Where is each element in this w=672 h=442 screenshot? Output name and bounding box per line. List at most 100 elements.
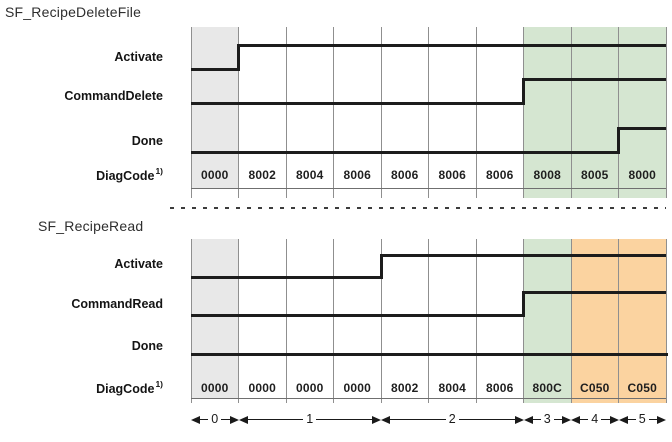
signal-label-done: Done: [131, 134, 163, 148]
signal-label-commandread: CommandRead: [71, 297, 163, 311]
phase-number: 1: [306, 412, 314, 426]
signal-activate-line: [191, 68, 240, 71]
arrowhead-right-icon: [657, 415, 667, 424]
grid-column-line: [190, 239, 192, 403]
diagcode-cell: 8006: [343, 167, 371, 182]
diagcode-cell: 8006: [391, 167, 419, 182]
panel-separator-dotted-line: [170, 207, 666, 209]
diagcode-cell: 8004: [438, 380, 466, 395]
arrowhead-left-icon: [381, 415, 390, 424]
phase-number: 4: [591, 412, 599, 426]
diagcode-label-text: DiagCode: [96, 381, 155, 396]
signal-done-line: [191, 151, 620, 154]
signal-activate-line: [191, 275, 383, 279]
diagcode-row-bottom-line: [191, 398, 666, 399]
diagcode-cell: C050: [580, 380, 610, 395]
grid-column-line: [475, 27, 477, 198]
phase-arrow-shaft: [390, 418, 446, 421]
diagcode-cell: 8006: [486, 167, 514, 182]
signal-done-line-high: [618, 127, 666, 130]
diagcode-label-text: DiagCode: [96, 168, 155, 183]
phase-arrow-shaft: [532, 418, 541, 421]
grid-column-line: [285, 239, 287, 403]
grid-column-line: [380, 239, 382, 403]
phase-arrow-shaft: [316, 418, 373, 421]
arrowhead-left-icon: [238, 415, 248, 424]
phase-arrow-3: 3: [523, 412, 572, 426]
phase-number: 5: [638, 412, 646, 426]
grid-column-line: [190, 27, 192, 198]
shaded-region-green: [523, 239, 571, 403]
diagcode-row-bottom-line: [191, 188, 666, 189]
phase-number: 3: [543, 412, 551, 426]
signal-commanddelete-line-rise: [522, 78, 525, 105]
arrowhead-right-icon: [514, 415, 524, 424]
grid-column-line: [238, 239, 239, 403]
signal-activate-line-high: [381, 253, 666, 257]
phase-number: 2: [448, 412, 456, 426]
shaded-region-gray: [191, 27, 239, 189]
signal-commandread-line-rise: [522, 290, 525, 317]
grid-column-line: [428, 239, 429, 403]
diagcode-cell: 8008: [533, 167, 561, 182]
phase-arrow-1: 1: [238, 412, 382, 426]
phase-number: 0: [211, 412, 219, 426]
diagcode-cell: 8006: [438, 167, 466, 182]
signal-done-line: [191, 352, 668, 356]
signal-activate-line-rise: [237, 44, 240, 71]
phase-arrow-shaft: [601, 418, 610, 421]
footnote-marker: 1): [155, 165, 163, 176]
phase-arrow-2: 2: [381, 412, 524, 426]
phase-arrow-shaft: [221, 418, 230, 421]
diagcode-cell: 8004: [296, 167, 324, 182]
arrowhead-right-icon: [229, 415, 239, 424]
signal-label-activate: Activate: [114, 257, 163, 271]
grid-column-line: [665, 27, 667, 198]
signal-done-line-rise: [617, 127, 620, 154]
grid-column-line: [570, 239, 572, 403]
signal-commanddelete-line: [191, 102, 525, 105]
arrowhead-right-icon: [609, 415, 619, 424]
diagcode-cell: 8000: [628, 167, 656, 182]
arrowhead-right-icon: [372, 415, 382, 424]
arrowhead-right-icon: [562, 415, 572, 424]
grid-column-line: [618, 27, 619, 198]
grid-column-line: [618, 239, 619, 403]
phase-arrow-4: 4: [571, 412, 619, 426]
grid-column-line: [665, 239, 667, 403]
diagcode-cell: 0000: [343, 380, 371, 395]
signal-label-done: Done: [131, 339, 163, 353]
grid-column-line: [523, 27, 524, 198]
phase-arrow-shaft: [247, 418, 304, 421]
grid-column-line: [428, 27, 429, 198]
diagcode-cell: 800C: [532, 380, 562, 395]
diagcode-cell: 8005: [581, 167, 609, 182]
signal-commanddelete-line-high: [523, 78, 666, 81]
footnote-marker: 1): [155, 378, 163, 389]
signal-label-commanddelete: CommandDelete: [64, 89, 163, 103]
grid-column-line: [380, 27, 382, 198]
shaded-region-gray: [191, 239, 239, 399]
phase-arrow-5: 5: [618, 412, 667, 426]
signal-activate-line-high: [238, 44, 666, 47]
arrowhead-left-icon: [191, 415, 200, 424]
panel-title-recipe-read: SF_RecipeRead: [38, 218, 144, 234]
grid-column-line: [333, 27, 334, 198]
grid-column-line: [570, 27, 572, 198]
phase-arrow-shaft: [200, 418, 209, 421]
shaded-region-green: [523, 27, 666, 198]
diagcode-label: DiagCode1): [0, 378, 163, 396]
phase-arrow-0: 0: [191, 412, 239, 426]
phase-arrow-shaft: [580, 418, 589, 421]
phase-arrow-shaft: [553, 418, 563, 421]
arrowhead-left-icon: [523, 415, 533, 424]
phase-arrow-shaft: [627, 418, 636, 421]
diagcode-cell: 0000: [248, 380, 276, 395]
diagcode-cell: 0000: [201, 380, 229, 395]
diagcode-cell: 8002: [248, 167, 276, 182]
signal-commandread-line: [191, 313, 525, 317]
diagcode-cell: 8002: [391, 380, 419, 395]
phase-arrow-shaft: [648, 418, 658, 421]
grid-column-line: [333, 239, 334, 403]
